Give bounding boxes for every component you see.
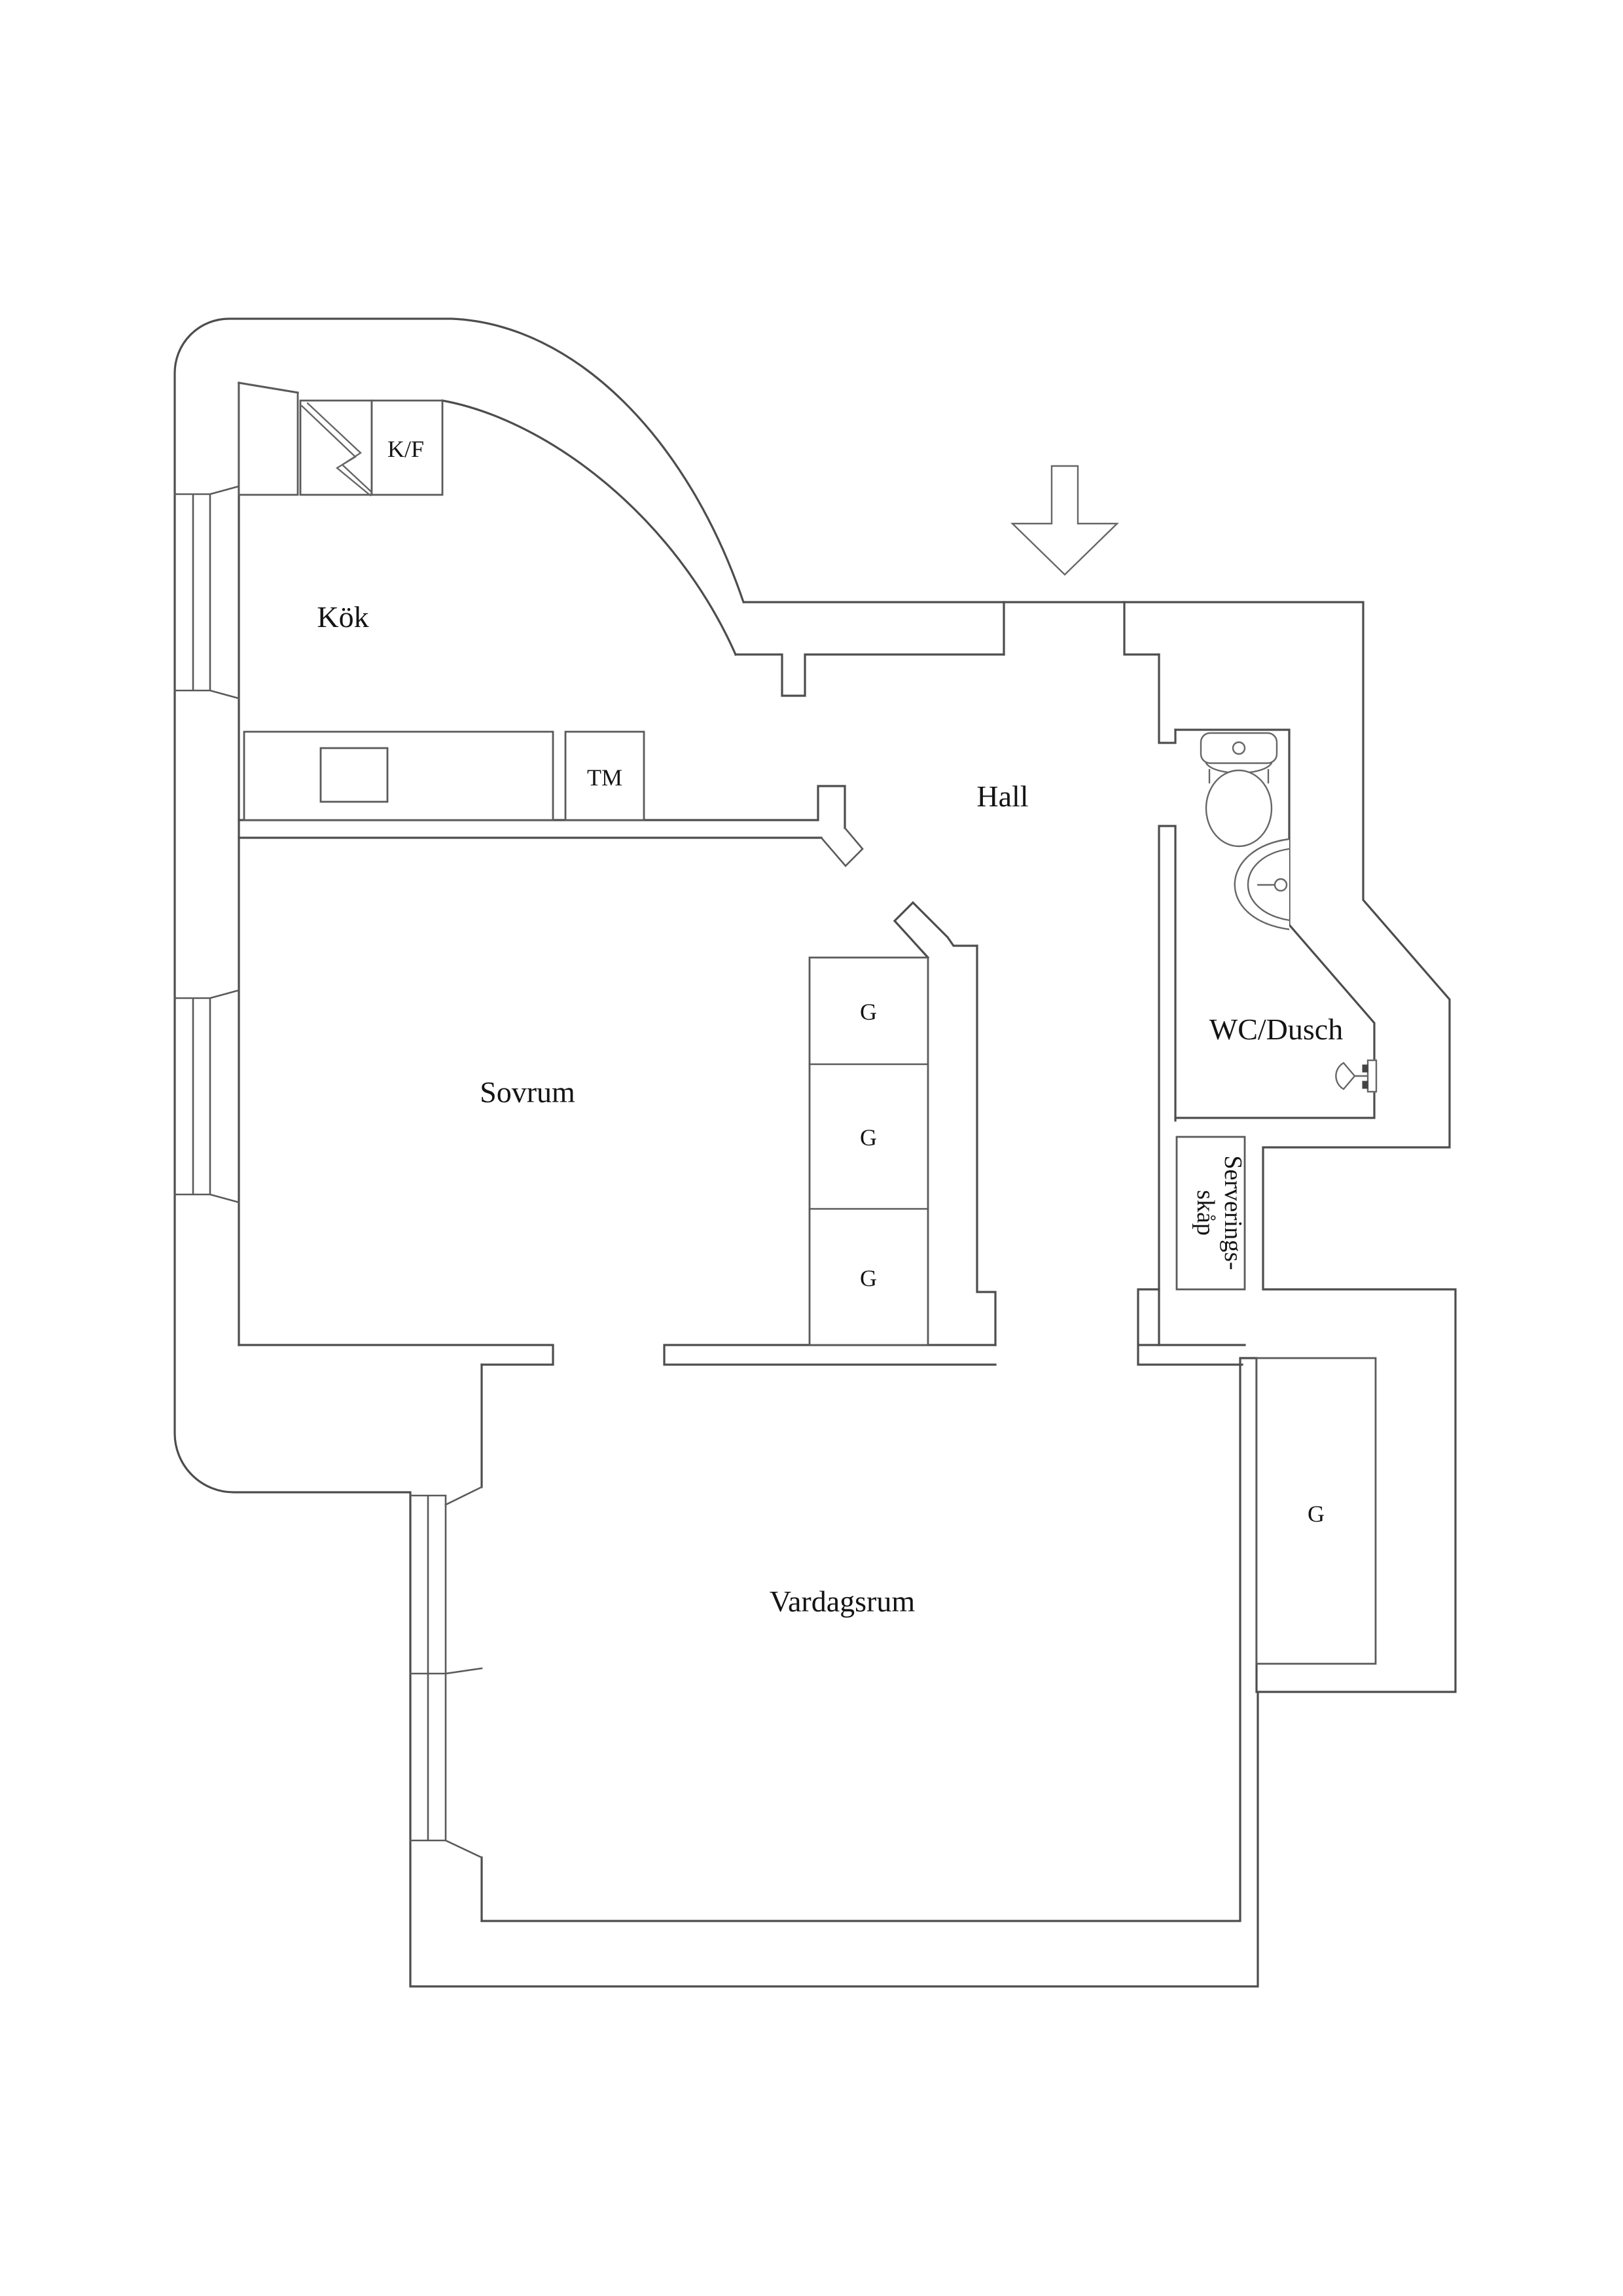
fridge-freezer-cabinet — [370, 399, 444, 496]
toilet-icon — [1200, 732, 1278, 848]
vardagsrum-floor-east-walls — [480, 1357, 1258, 1922]
hall-west-wall — [976, 944, 997, 1346]
label-wardrobe-bottom: G — [1308, 1501, 1325, 1527]
label-wardrobe-2: G — [860, 1124, 877, 1151]
room-label-hall: Hall — [976, 780, 1028, 813]
room-label-vardagsrum: Vardagsrum — [770, 1585, 915, 1618]
sovrum-window — [173, 989, 240, 1204]
kitchen-counter — [243, 730, 554, 821]
label-serving-cabinet-line2: skåp — [1192, 1190, 1219, 1236]
wardrobe-bottom-box — [1255, 1357, 1377, 1665]
serving-cabinet-box — [1175, 1136, 1246, 1291]
kitchen-curved-wall — [441, 399, 738, 656]
south-wall-east — [1137, 1288, 1246, 1366]
outer-wall-outline — [173, 317, 1457, 1988]
label-washing-machine: TM — [587, 764, 622, 791]
entrance-arrow-icon — [1010, 465, 1119, 576]
entrance-jambs — [1003, 601, 1160, 656]
south-wall-west — [238, 1344, 554, 1366]
hall-angled-wall — [893, 901, 978, 960]
vardagsrum-windows — [409, 1486, 483, 1859]
label-fridge-freezer: K/F — [387, 436, 424, 462]
lightning-icon — [300, 402, 373, 497]
kitchen-sink — [319, 747, 389, 803]
label-serving-cabinet-line1: Serverings- — [1219, 1155, 1247, 1270]
wc-room-walls — [1174, 728, 1376, 1119]
sovrum-door-leaf — [820, 827, 864, 867]
wardrobe-stack — [808, 956, 929, 1346]
hall-top-wall — [734, 653, 1005, 697]
label-wardrobe-3: G — [860, 1265, 877, 1291]
shower-icon — [1335, 1059, 1378, 1093]
room-label-kok: Kök — [317, 600, 368, 634]
kitchen-corner-cabinet — [238, 382, 299, 496]
kitchen-window — [173, 485, 240, 700]
washing-machine-box — [564, 730, 645, 821]
hall-wc-wall — [1158, 653, 1177, 1346]
room-label-sovrum: Sovrum — [480, 1075, 575, 1109]
south-wall-middle — [663, 1344, 997, 1366]
label-wardrobe-1: G — [860, 999, 877, 1025]
room-label-wc-dusch: WC/Dusch — [1209, 1013, 1343, 1046]
sink-icon — [1234, 838, 1291, 931]
